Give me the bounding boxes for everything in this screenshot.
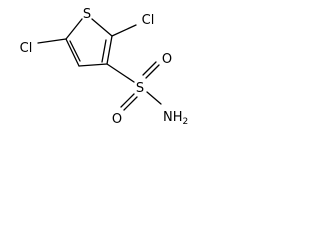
- bond-c5-s1: [65, 18, 83, 40]
- bond-c5-cl: [37, 38, 67, 44]
- bond-s-o-top-a: [142, 61, 157, 76]
- bond-c4-c5-inner: [69, 40, 81, 62]
- amine-subscript-label: 2: [183, 117, 189, 127]
- ring-sulfur-label: S: [83, 7, 91, 22]
- sulfonyl-sulfur-label: S: [136, 81, 144, 96]
- chlorine-c5-label: Cl: [20, 41, 33, 56]
- bond-c4-c5: [65, 38, 80, 67]
- bond-c2-c3: [106, 35, 113, 65]
- oxygen-bottom-label: O: [112, 112, 122, 127]
- bond-s1-c2: [91, 18, 113, 37]
- bond-c2-c3-inner: [101, 39, 107, 63]
- bond-s-o-bottom-b: [123, 96, 138, 111]
- structure-diagram: S Cl Cl S O O NH2: [20, 7, 189, 127]
- bond-s-o-top-b: [145, 64, 160, 79]
- bond-s-n: [146, 91, 162, 105]
- bond-c2-cl: [111, 24, 137, 37]
- amine-nh-label: NH: [163, 110, 183, 125]
- amine-label: NH2: [163, 110, 188, 127]
- bond-c3-c4: [78, 63, 108, 67]
- bond-c3-s: [106, 63, 135, 83]
- bond-s-o-bottom-a: [120, 93, 135, 108]
- chlorine-c2-label: Cl: [142, 13, 155, 28]
- oxygen-top-label: O: [162, 52, 172, 67]
